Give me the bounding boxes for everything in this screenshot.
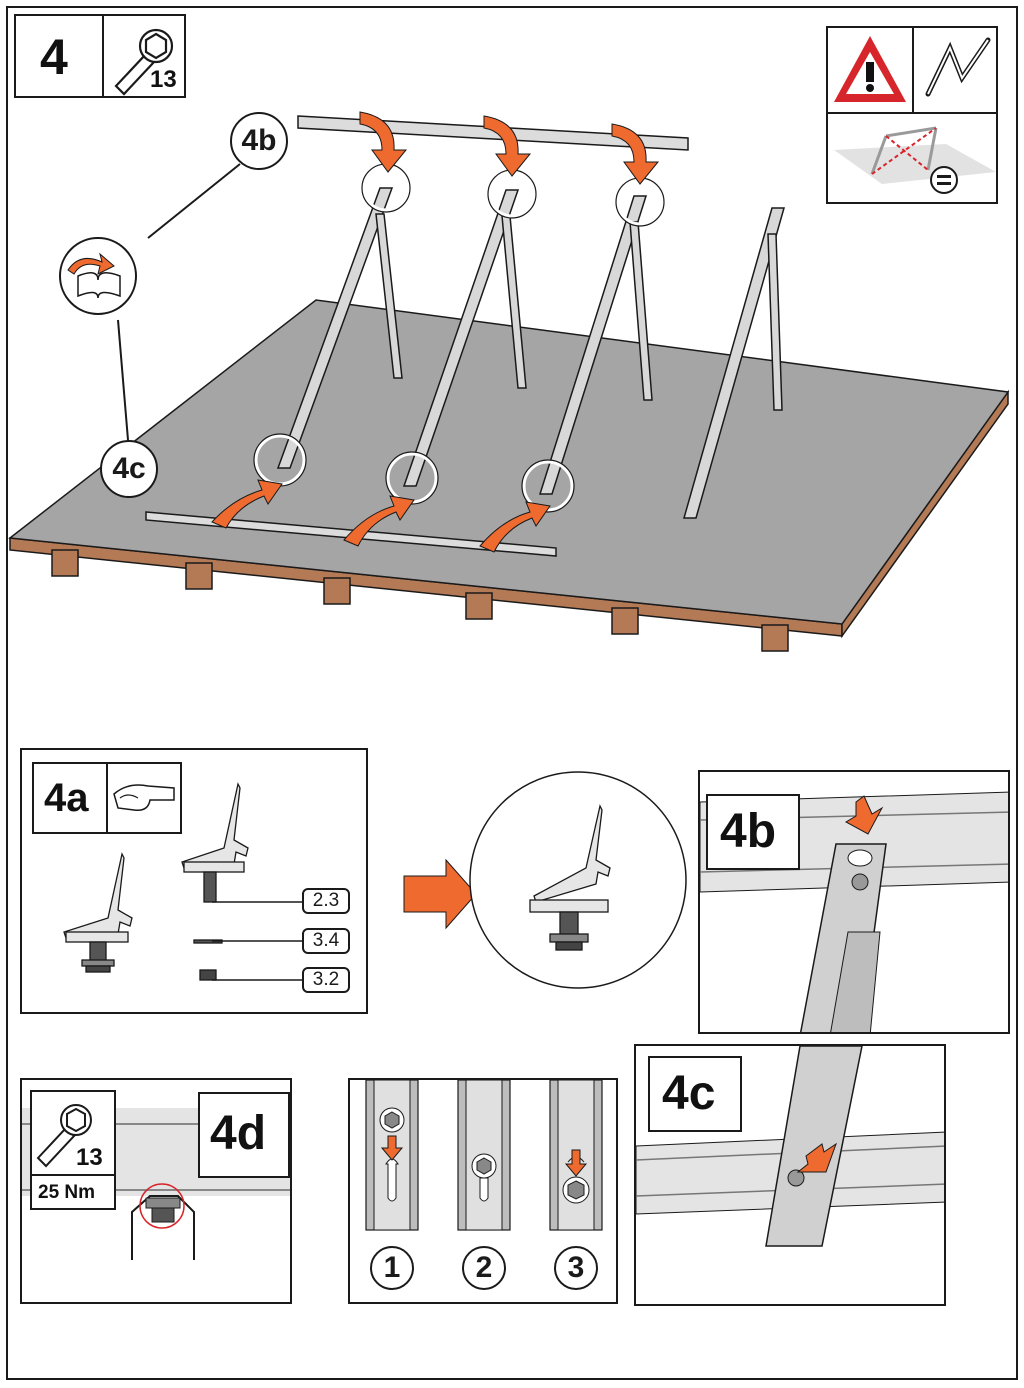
panel-4d: 13 25 Nm 4d [20, 1078, 292, 1304]
sequence-panel: 1 2 3 [348, 1078, 618, 1304]
sequence-step-2: 2 [462, 1246, 506, 1290]
panel-4a: 4a 2.3 3.4 3.2 [20, 748, 368, 1014]
torque-value: 25 Nm [38, 1182, 96, 1203]
equal-spacing-icon [834, 126, 996, 194]
sequence-drawing [365, 1080, 603, 1231]
page-frame [6, 6, 1018, 1380]
panel-4a-label: 4a [44, 776, 89, 820]
warning-box [826, 26, 998, 204]
clamp-assembly-drawing [63, 782, 302, 981]
callout-4b: 4b [230, 112, 288, 170]
panel-4b: 4b [698, 770, 1010, 1034]
top-rail [297, 115, 689, 151]
manual-book-icon [67, 252, 121, 299]
ground-surface [8, 299, 1010, 625]
wrench-icon [36, 1104, 92, 1168]
equal-icon [930, 166, 958, 194]
wrench-size: 13 [150, 66, 177, 93]
warning-icon [834, 36, 906, 102]
hand-tighten-icon [113, 784, 175, 812]
sequence-step-3: 3 [554, 1246, 598, 1290]
wrench-icon [114, 28, 174, 96]
panel-4c-label: 4c [662, 1067, 716, 1120]
panel-4c-drawing [636, 1046, 944, 1247]
step-number: 4 [40, 29, 68, 85]
part-3-2: 3.2 [302, 967, 350, 993]
part-2-3: 2.3 [302, 888, 350, 914]
folding-rule-icon [925, 37, 991, 97]
panel-4d-wrench-size: 13 [76, 1144, 103, 1171]
callout-4c: 4c [100, 440, 158, 498]
panel-4d-label: 4d [210, 1107, 267, 1160]
main-assembly-illustration [8, 111, 1010, 652]
panel-4b-label: 4b [720, 805, 777, 858]
part-3-4: 3.4 [302, 928, 350, 954]
panel-4c: 4c [634, 1044, 946, 1306]
sequence-step-1: 1 [370, 1246, 414, 1290]
step-header: 4 13 [14, 14, 186, 98]
